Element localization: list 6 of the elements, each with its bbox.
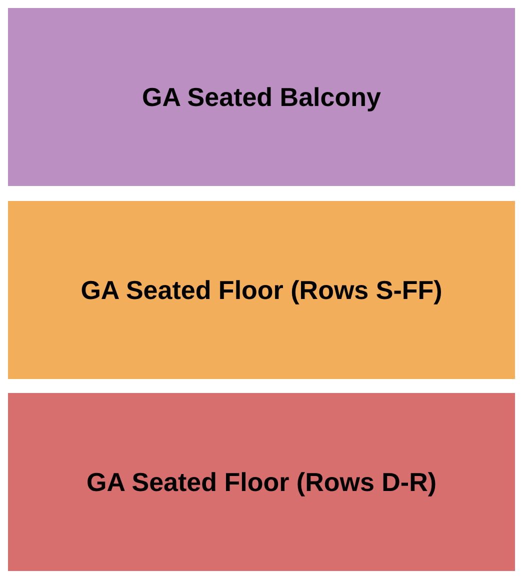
seating-section [8, 8, 515, 186]
section-name: GA Seated Floor (Rows D-R) [86, 466, 437, 498]
section-name: GA Seated Balcony [142, 82, 381, 112]
seating-section [8, 201, 515, 379]
seating-section [8, 393, 515, 571]
section-name: GA Seated Floor (Rows S-FF) [80, 274, 442, 306]
